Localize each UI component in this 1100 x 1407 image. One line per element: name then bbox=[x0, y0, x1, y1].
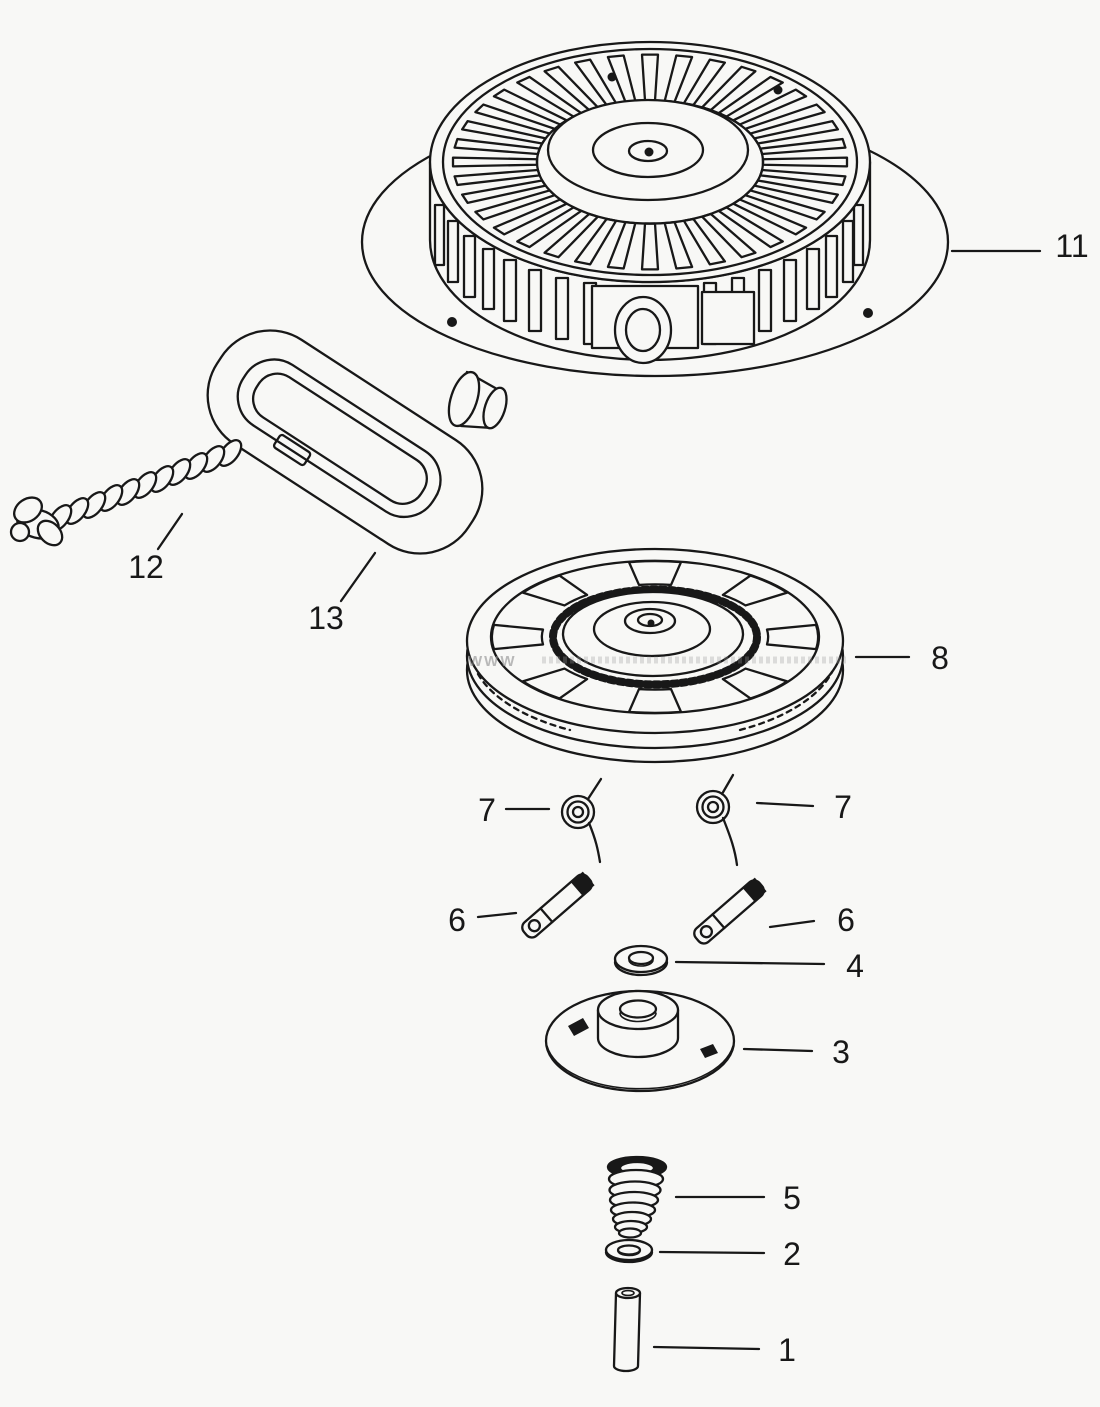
callout-labels: 11 12 13 8 7 7 6 6 bbox=[128, 228, 1088, 1368]
leader-line bbox=[744, 1049, 812, 1051]
flange-hole bbox=[863, 308, 873, 318]
rope-strands bbox=[44, 436, 245, 534]
watermark-text: WWW bbox=[468, 653, 516, 670]
svg-text:1: 1 bbox=[778, 1332, 796, 1368]
ratchet-pawl-right bbox=[690, 876, 768, 948]
callout-11: 11 bbox=[952, 228, 1089, 264]
callout-7-left: 7 bbox=[478, 792, 549, 828]
flange-hole bbox=[447, 317, 457, 327]
svg-text:13: 13 bbox=[308, 600, 344, 636]
callout-2: 2 bbox=[660, 1236, 801, 1272]
leader-line bbox=[654, 1347, 759, 1349]
starter-handle bbox=[185, 308, 511, 575]
washer-lower bbox=[606, 1240, 652, 1262]
pawl-spring-right bbox=[697, 775, 737, 865]
pawl-spring-left bbox=[562, 779, 601, 862]
callout-1: 1 bbox=[654, 1332, 796, 1368]
svg-text:8: 8 bbox=[931, 640, 949, 676]
callout-8: 8 bbox=[856, 640, 949, 676]
pawl-retainer bbox=[546, 991, 734, 1091]
leader-line bbox=[478, 913, 516, 917]
leader-line bbox=[158, 514, 182, 549]
callout-7-right: 7 bbox=[757, 789, 852, 825]
handle-ferrule bbox=[443, 368, 511, 431]
svg-text:5: 5 bbox=[783, 1180, 801, 1216]
rivet-dot bbox=[773, 85, 783, 95]
callout-6-right: 6 bbox=[770, 902, 855, 938]
svg-text:7: 7 bbox=[834, 789, 852, 825]
callout-3: 3 bbox=[744, 1034, 850, 1070]
callout-12: 12 bbox=[128, 514, 182, 585]
leader-line bbox=[770, 921, 814, 927]
callout-13: 13 bbox=[308, 553, 375, 636]
starter-rope bbox=[9, 436, 245, 550]
housing-rope-boss bbox=[592, 286, 754, 363]
watermark: WWW bbox=[468, 653, 846, 670]
brake-spring bbox=[608, 1157, 666, 1238]
callout-6-left: 6 bbox=[448, 902, 516, 938]
leader-line bbox=[660, 1252, 764, 1253]
leader-line bbox=[676, 962, 824, 964]
leader-line bbox=[341, 553, 375, 601]
svg-text:12: 12 bbox=[128, 549, 164, 585]
svg-text:6: 6 bbox=[837, 902, 855, 938]
housing-hub bbox=[548, 100, 748, 200]
svg-text:6: 6 bbox=[448, 902, 466, 938]
pulley-spokes bbox=[491, 560, 819, 714]
rivet-dot bbox=[607, 72, 617, 82]
ratchet-pawl-left bbox=[518, 870, 596, 942]
starter-housing bbox=[362, 42, 948, 376]
leader-line bbox=[757, 803, 813, 806]
svg-text:7: 7 bbox=[478, 792, 496, 828]
svg-text:2: 2 bbox=[783, 1236, 801, 1272]
pivot-pin bbox=[614, 1288, 640, 1371]
pulley-ratchet-teeth bbox=[553, 590, 757, 685]
recoil-pulley bbox=[467, 549, 843, 762]
rope-knot bbox=[9, 492, 67, 550]
washer-upper bbox=[615, 946, 667, 975]
callout-4: 4 bbox=[676, 948, 864, 984]
svg-text:11: 11 bbox=[1055, 228, 1088, 264]
svg-text:3: 3 bbox=[832, 1034, 850, 1070]
callout-5: 5 bbox=[676, 1180, 801, 1216]
svg-text:4: 4 bbox=[846, 948, 864, 984]
